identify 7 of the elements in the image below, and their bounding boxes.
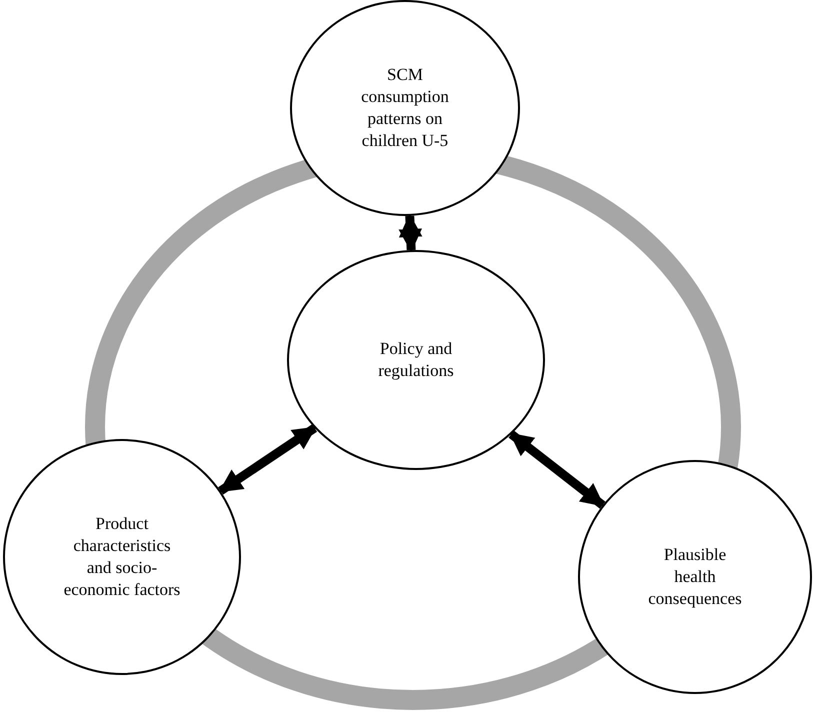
node-label: Product characteristics and socio-economic factors xyxy=(62,512,182,602)
node-label: SCM consumption patterns on children U-5 xyxy=(360,64,450,152)
double-arrow xyxy=(398,214,422,252)
node-label: Plausible health consequences xyxy=(647,544,743,610)
double-arrow xyxy=(218,424,318,495)
double-arrow xyxy=(508,430,606,509)
node-label: Policy and regulations xyxy=(377,338,455,382)
